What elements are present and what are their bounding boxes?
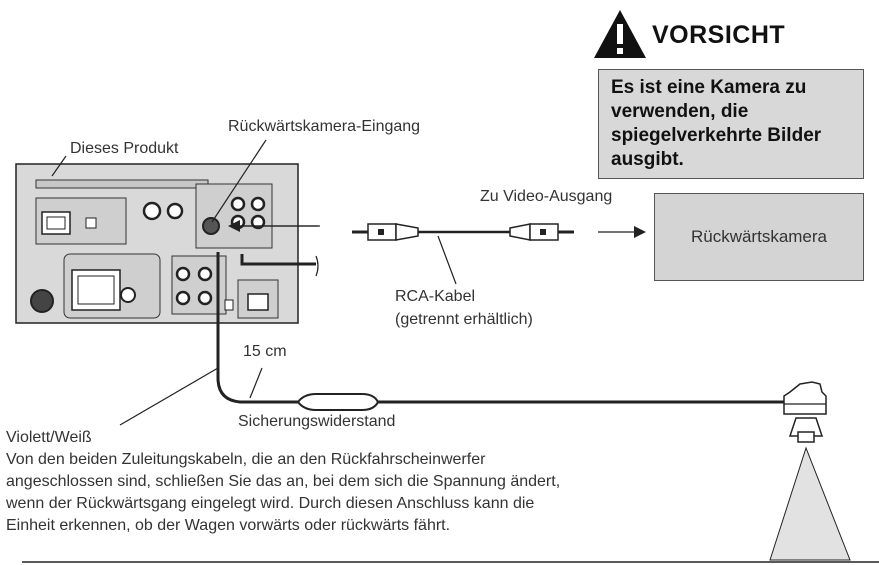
camera-box: Rückwärtskamera [654,193,864,281]
caution-heading: VORSICHT [652,20,786,49]
caution-line: Es ist eine Kamera zu [611,77,807,98]
length-label: 15 cm [243,343,287,360]
rca-plug-right [509,223,574,241]
camera-label: Rückwärtskamera [690,227,828,246]
product-label: Dieses Produkt [70,140,179,157]
caution-line: spiegelverkehrte Bilder [611,125,822,146]
fuse-resistor [296,393,380,411]
wire-color-label: Violett/Weiß [6,429,92,446]
caution-title: VORSICHT [594,10,785,60]
camera-input-label: Rückwärtskamera-Eingang [228,118,421,135]
warning-icon [594,11,646,59]
rca-cable-label: RCA-Kabel [395,288,476,305]
note-line: angeschlossen sind, schließen Sie das an… [6,473,561,490]
leader-lines [51,139,457,426]
note-line: Einheit erkennen, ob der Wagen vorwärts … [6,517,451,534]
arrow-to-camera-input [228,220,320,232]
fuse-resistor-label: Sicherungswiderstand [238,413,396,430]
note-line: Von den beiden Zuleitungskabeln, die an … [6,451,486,468]
note-line: wenn der Rückwärtsgang eingelegt wird. D… [6,495,535,512]
caution-box: Es ist eine Kamera zu verwenden, die spi… [598,69,864,179]
note-block: Violett/Weiß Von den beiden Zuleitungska… [6,427,786,537]
reverse-lamp [769,381,851,561]
rca-plug-left [352,223,419,241]
caution-line: verwenden, die [611,101,749,122]
panel-connectors [30,196,269,313]
caution-title-icon-svg [594,10,646,58]
arrow-to-video-output [598,226,646,238]
head-unit-rear-panel [15,163,299,324]
caution-line: ausgibt. [611,149,684,170]
rca-cable-note: (getrennt erhältlich) [395,311,533,328]
video-output-label: Zu Video-Ausgang [480,188,613,205]
